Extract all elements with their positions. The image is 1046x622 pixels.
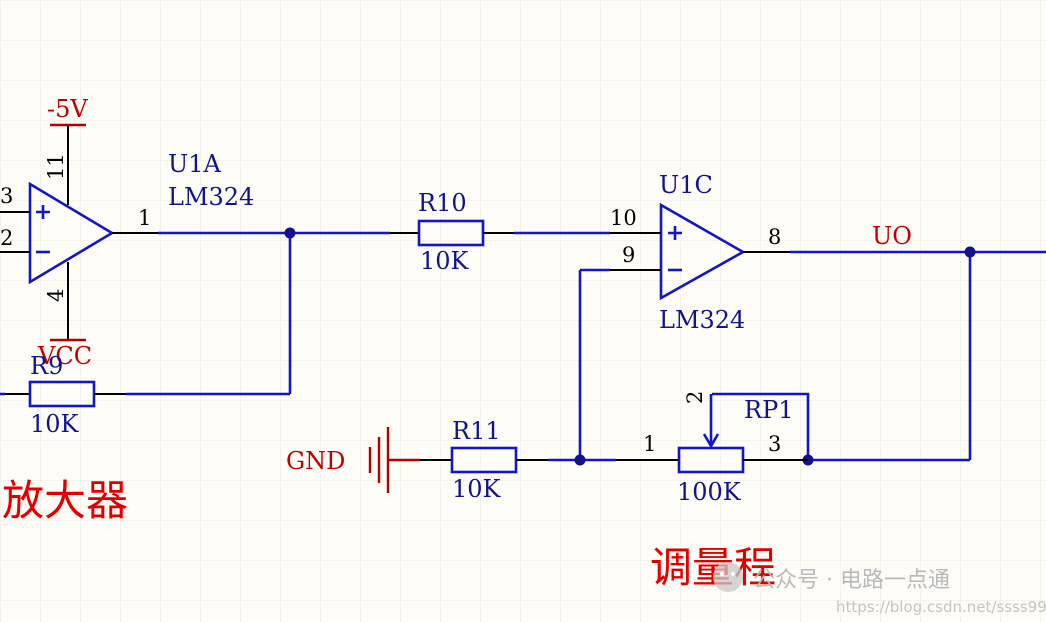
wire-rp1-wiper-loop: [712, 392, 810, 460]
gnd-symbol: [368, 427, 420, 493]
rp1-pin2-number: 2: [683, 391, 707, 404]
r11-resistor: [420, 446, 548, 474]
u1a-plus-sign: [36, 205, 50, 219]
watermark: [713, 562, 743, 592]
u1c-pin-noninv-number: 10: [610, 206, 637, 230]
vcc-rail-label: VCC: [37, 342, 92, 370]
watermark-url: https://blog.csdn.net/ssss992: [836, 598, 1046, 616]
rp1-wiper-arrow-icon: [702, 433, 720, 449]
u1c-pin-out-number: 8: [768, 225, 781, 249]
u1c-designator: U1C: [659, 171, 713, 199]
r11-value: 10K: [452, 475, 502, 503]
r10-designator: R10: [418, 189, 467, 217]
rp1-value: 100K: [677, 478, 742, 506]
uo-net-label: UO: [872, 222, 912, 250]
u1a-opamp: [0, 125, 158, 340]
junction-dot: [284, 227, 296, 239]
rp1-designator: RP1: [744, 396, 794, 424]
r11-designator: R11: [452, 417, 501, 445]
u1a-part-number: LM324: [168, 183, 254, 211]
u1a-pin-vneg-number: 11: [44, 153, 68, 180]
u1c-plus-sign: [668, 226, 682, 240]
u1c-opamp: [610, 202, 790, 301]
u1c-pin-inv-number: 9: [622, 243, 635, 267]
wires: [0, 231, 1046, 462]
u1a-triangle: [28, 181, 115, 285]
r9-designator: R9: [30, 352, 63, 380]
rp1-pin3-number: 3: [768, 432, 781, 456]
rp1-potentiometer: [616, 394, 808, 474]
junction-dot: [574, 454, 586, 466]
u1c-part-number: LM324: [659, 306, 745, 334]
range-adjust-label: 调量程: [650, 543, 776, 592]
junction-dot: [964, 246, 976, 258]
r9-resistor: [5, 380, 126, 408]
watermark-source: 公众号 · 电路一点通: [753, 568, 950, 593]
r10-value: 10K: [420, 247, 470, 275]
r9-value: 10K: [30, 410, 80, 438]
gnd-label: GND: [286, 447, 345, 475]
r10-resistor: [390, 219, 514, 247]
wechat-logo-icon: [713, 562, 743, 592]
u1a-pin-vpos-number: 4: [44, 289, 68, 302]
u1a-designator: U1A: [168, 150, 221, 178]
rp1-pin1-number: 1: [643, 432, 656, 456]
u1a-pin-partial-top: 3: [0, 184, 13, 208]
neg-rail-label: -5V: [47, 95, 88, 123]
u1a-pin-partial-bottom: 2: [0, 226, 13, 250]
u1c-triangle: [659, 202, 746, 301]
amplifier-section-label: 放大器: [2, 476, 128, 525]
u1a-pin-out-number: 1: [138, 206, 151, 230]
